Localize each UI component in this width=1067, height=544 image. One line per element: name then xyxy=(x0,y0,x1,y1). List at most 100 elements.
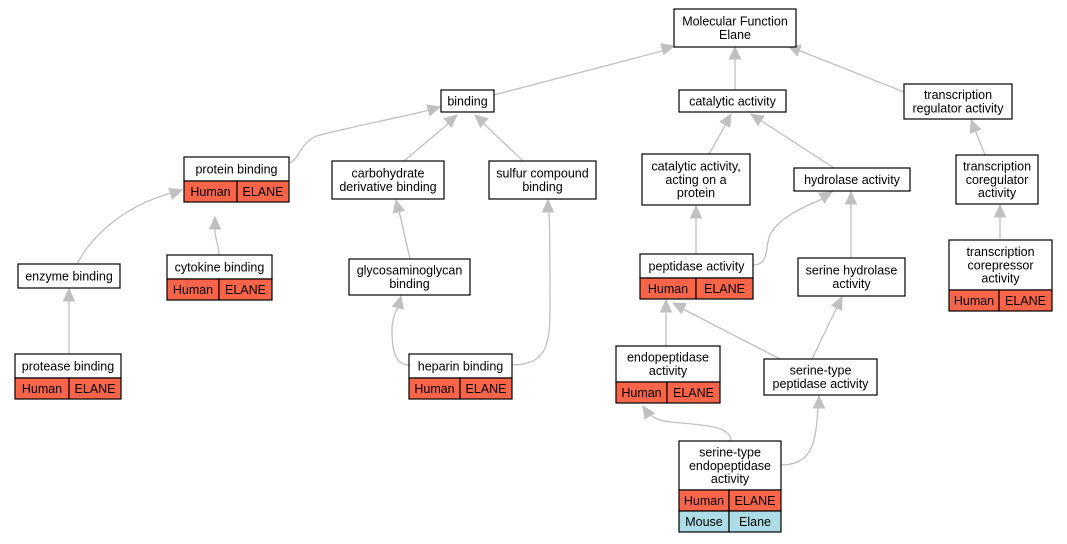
node-label-line: binding xyxy=(522,180,562,194)
arrowhead-coreg-to-txreg xyxy=(969,118,982,134)
edge-protein-to-binding xyxy=(288,106,441,164)
node-label-line: hydrolase activity xyxy=(804,173,901,187)
gene-label: ELANE xyxy=(704,282,745,296)
arrowhead-peptidase-to-catprot xyxy=(689,204,703,219)
gene-label: Elane xyxy=(739,515,771,529)
gene-label: ELANE xyxy=(1005,294,1046,308)
arrowhead-glyco-to-carb xyxy=(392,198,405,214)
node-box xyxy=(17,263,121,289)
node-box xyxy=(673,8,797,48)
node-box xyxy=(763,358,878,396)
node-label-line: activity xyxy=(832,277,871,291)
species-label: Human xyxy=(22,382,62,396)
node-hydrolase-activity[interactable]: hydrolase activity xyxy=(793,167,911,192)
gene-cell xyxy=(459,377,513,400)
arrowhead-hydrolase-to-catalytic xyxy=(750,113,765,127)
arrowhead-protein-to-binding xyxy=(426,104,442,117)
species-label: Human xyxy=(648,282,688,296)
arrowhead-binding-to-mf xyxy=(660,43,676,56)
arrowhead-serendo-to-sertype xyxy=(812,394,826,409)
edge-enzyme-to-protein xyxy=(76,189,183,265)
node-box xyxy=(678,440,782,491)
node-label-line: activity xyxy=(978,186,1017,200)
node-box xyxy=(331,160,445,200)
arrowhead-protease-to-enzyme xyxy=(62,287,76,302)
node-box xyxy=(948,239,1053,291)
node-label-line: endopeptidase xyxy=(627,351,709,365)
arrowhead-cytokine-to-protein xyxy=(208,215,222,230)
species-label: Human xyxy=(190,185,230,199)
gene-label: ELANE xyxy=(225,283,266,297)
arrowhead-heparin-to-sulfur xyxy=(541,198,555,213)
node-label-line: serine-type xyxy=(790,364,852,378)
arrowhead-serhyd-to-hydrolase xyxy=(844,190,858,205)
arrowhead-corep-to-coreg xyxy=(993,203,1007,218)
gene-cell xyxy=(666,381,721,404)
edge-heparin-to-glyco xyxy=(391,295,410,366)
arrowhead-heparin-to-glyco xyxy=(391,294,404,310)
gene-label: ELANE xyxy=(466,382,507,396)
node-label-line: binding xyxy=(389,277,429,291)
node-label-line: corepressor xyxy=(968,258,1034,272)
node-label-line: transcription xyxy=(924,88,992,102)
gene-cell xyxy=(728,510,782,533)
arrowhead-sertype-to-peptidase xyxy=(671,302,687,315)
node-label-line: protein xyxy=(677,186,715,200)
node-label-line: peptidase activity xyxy=(649,259,746,273)
species-label: Human xyxy=(621,386,661,400)
node-box xyxy=(903,83,1013,120)
species-label: Human xyxy=(954,294,994,308)
node-label-line: peptidase activity xyxy=(773,377,870,391)
gene-cell xyxy=(68,377,122,400)
node-binding[interactable]: binding xyxy=(440,89,495,113)
gene-label: ELANE xyxy=(735,494,776,508)
gene-label: ELANE xyxy=(243,185,284,199)
node-enzyme-binding[interactable]: enzyme binding xyxy=(17,263,121,289)
node-box xyxy=(793,167,911,192)
species-label: Human xyxy=(414,382,454,396)
gene-cell xyxy=(998,289,1053,312)
node-label-line: protease binding xyxy=(22,359,114,373)
edge-heparin-to-sulfur xyxy=(511,199,551,366)
node-label-line: Elane xyxy=(719,28,751,42)
node-label-line: serine-type xyxy=(699,446,761,460)
node-label-line: derivative binding xyxy=(339,180,436,194)
node-label-line: binding xyxy=(447,94,487,108)
node-box xyxy=(14,353,122,379)
species-label: Human xyxy=(173,283,213,297)
node-label-line: sulfur compound xyxy=(496,167,588,181)
gene-cell xyxy=(236,180,290,203)
arrowhead-sulfur-to-binding xyxy=(474,114,489,128)
node-box xyxy=(408,353,513,379)
edge-hydrolase-to-catalytic xyxy=(750,113,835,169)
edge-binding-to-mf xyxy=(493,45,675,96)
node-label-line: transcription xyxy=(966,245,1034,259)
node-catalytic-activity[interactable]: catalytic activity xyxy=(678,89,787,113)
node-label-line: activity xyxy=(711,472,750,486)
arrowhead-catalytic-to-mf xyxy=(728,45,742,60)
node-label-line: Molecular Function xyxy=(682,15,788,29)
edge-txreg-to-mf xyxy=(787,45,905,93)
edge-serendo-to-sertype xyxy=(780,395,820,466)
arrowhead-carb-to-binding xyxy=(443,114,458,128)
node-label-line: catalytic activity xyxy=(689,94,777,108)
node-label-line: protein binding xyxy=(195,162,277,176)
